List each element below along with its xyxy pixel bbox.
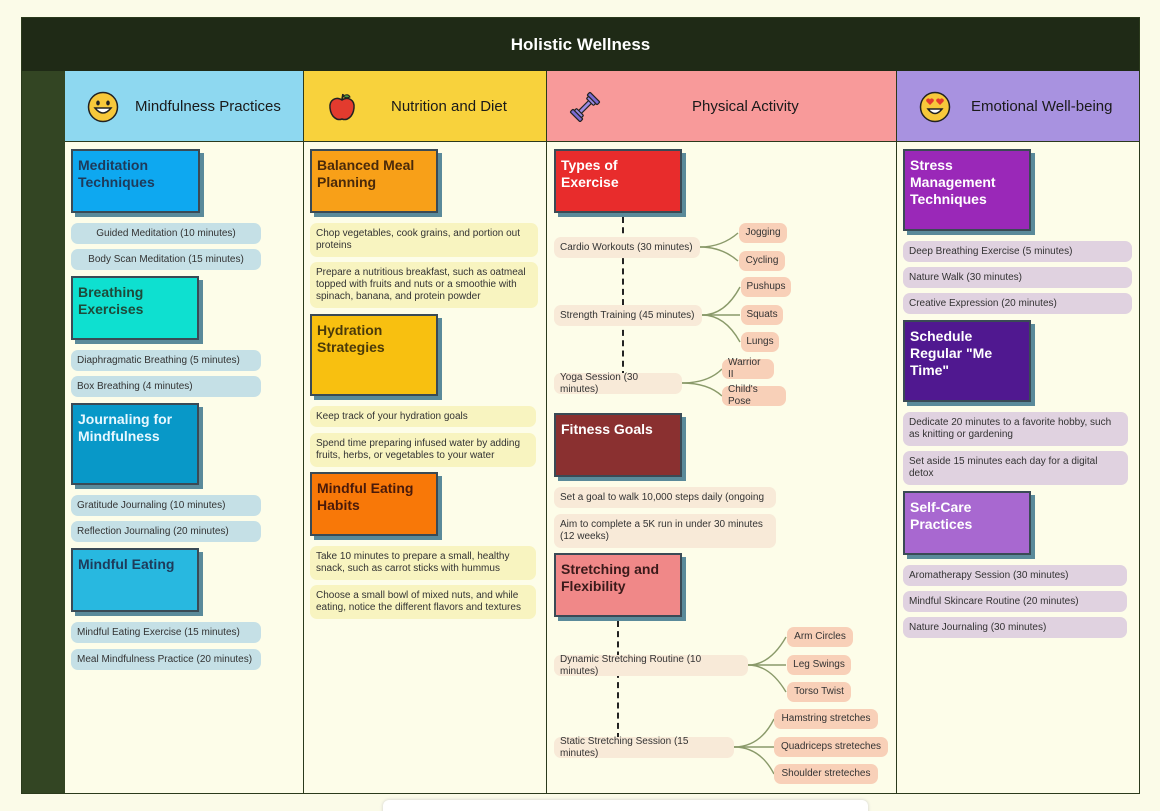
topic-hydration-strategies[interactable]: Hydration Strategies [310, 314, 438, 396]
topic-me-time[interactable]: Schedule Regular "Me Time" [903, 320, 1031, 402]
connector-line [617, 621, 619, 739]
list-item[interactable]: Aromatherapy Session (30 minutes) [903, 565, 1127, 586]
heart-eyes-face-icon [919, 91, 951, 123]
column-header-nutrition[interactable]: Nutrition and Diet [304, 71, 547, 142]
column-body-mindfulness [65, 142, 304, 793]
sub-item[interactable]: Hamstring stretches [774, 709, 878, 729]
column-header-physical[interactable]: Physical Activity [547, 71, 897, 142]
sub-item[interactable]: Leg Swings [787, 655, 851, 675]
topic-stretching-flexibility[interactable]: Stretching and Flexibility [554, 553, 682, 617]
dumbbell-icon [569, 91, 601, 123]
list-item[interactable]: Mindful Skincare Routine (20 minutes) [903, 591, 1127, 612]
list-item[interactable]: Chop vegetables, cook grains, and portio… [310, 223, 538, 257]
list-item[interactable]: Cardio Workouts (30 minutes) [554, 237, 700, 258]
column-header-label: Physical Activity [692, 98, 799, 115]
column-header-label: Mindfulness Practices [135, 98, 281, 115]
list-item[interactable]: Gratitude Journaling (10 minutes) [71, 495, 261, 516]
sub-item[interactable]: Pushups [741, 277, 791, 297]
bottom-toolbar[interactable] [383, 800, 868, 811]
list-item[interactable]: Keep track of your hydration goals [310, 406, 536, 427]
connector-line [622, 217, 624, 377]
list-item[interactable]: Spend time preparing infused water by ad… [310, 433, 536, 467]
list-item[interactable]: Diaphragmatic Breathing (5 minutes) [71, 350, 261, 371]
list-item[interactable]: Creative Expression (20 minutes) [903, 293, 1132, 314]
list-item[interactable]: Nature Journaling (30 minutes) [903, 617, 1127, 638]
topic-meditation-techniques[interactable]: Meditation Techniques [71, 149, 200, 213]
topic-breathing-exercises[interactable]: Breathing Exercises [71, 276, 199, 340]
left-strip [22, 71, 65, 793]
list-item[interactable]: Yoga Session (30 minutes) [554, 372, 682, 395]
list-item[interactable]: Static Stretching Session (15 minutes) [554, 736, 734, 759]
topic-fitness-goals[interactable]: Fitness Goals [554, 413, 682, 477]
list-item[interactable]: Set aside 15 minutes each day for a digi… [903, 451, 1128, 485]
list-item[interactable]: Set a goal to walk 10,000 steps daily (o… [554, 487, 776, 508]
list-item[interactable]: Body Scan Meditation (15 minutes) [71, 249, 261, 270]
sub-item[interactable]: Arm Circles [787, 627, 853, 647]
topic-mindful-eating-habits[interactable]: Mindful Eating Habits [310, 472, 438, 536]
list-item[interactable]: Mindful Eating Exercise (15 minutes) [71, 622, 261, 643]
list-item[interactable]: Prepare a nutritious breakfast, such as … [310, 262, 538, 308]
list-item[interactable]: Aim to complete a 5K run in under 30 min… [554, 514, 776, 548]
topic-journaling[interactable]: Journaling for Mindfulness [71, 403, 199, 485]
topic-mindful-eating[interactable]: Mindful Eating [71, 548, 199, 612]
sub-item[interactable]: Torso Twist [787, 682, 851, 702]
apple-icon [329, 93, 355, 121]
topic-self-care[interactable]: Self-Care Practices [903, 491, 1031, 555]
sub-item[interactable]: Squats [741, 305, 783, 325]
list-item[interactable]: Dynamic Stretching Routine (10 minutes) [554, 654, 748, 677]
list-item[interactable]: Box Breathing (4 minutes) [71, 376, 261, 397]
topic-balanced-meal-planning[interactable]: Balanced Meal Planning [310, 149, 438, 213]
grinning-face-icon [87, 91, 119, 123]
list-item[interactable]: Strength Training (45 minutes) [554, 305, 702, 326]
column-header-label: Nutrition and Diet [391, 98, 507, 115]
column-body-nutrition [304, 142, 547, 793]
list-item[interactable]: Deep Breathing Exercise (5 minutes) [903, 241, 1132, 262]
board-title: Holistic Wellness [22, 18, 1139, 71]
list-item[interactable]: Take 10 minutes to prepare a small, heal… [310, 546, 536, 580]
sub-item[interactable]: Warrior II [722, 357, 774, 380]
sub-item[interactable]: Quadriceps streteches [774, 737, 888, 757]
sub-item[interactable]: Jogging [739, 223, 787, 243]
column-body-emotional [897, 142, 1140, 793]
sub-item[interactable]: Cycling [739, 251, 785, 271]
topic-types-of-exercise[interactable]: Types of Exercise [554, 149, 682, 213]
list-item[interactable]: Choose a small bowl of mixed nuts, and w… [310, 585, 536, 619]
column-header-label: Emotional Well-being [971, 98, 1113, 115]
list-item[interactable]: Dedicate 20 minutes to a favorite hobby,… [903, 412, 1128, 446]
column-header-emotional[interactable]: Emotional Well-being [897, 71, 1140, 142]
list-item[interactable]: Meal Mindfulness Practice (20 minutes) [71, 649, 261, 670]
list-item[interactable]: Reflection Journaling (20 minutes) [71, 521, 261, 542]
sub-item[interactable]: Lungs [741, 332, 779, 352]
list-item[interactable]: Guided Meditation (10 minutes) [71, 223, 261, 244]
list-item[interactable]: Nature Walk (30 minutes) [903, 267, 1132, 288]
column-header-mindfulness[interactable]: Mindfulness Practices [65, 71, 304, 142]
sub-item[interactable]: Child's Pose [722, 384, 786, 407]
sub-item[interactable]: Shoulder streteches [774, 764, 878, 784]
topic-stress-management[interactable]: Stress Management Techniques [903, 149, 1031, 231]
column-body-physical [547, 142, 897, 793]
